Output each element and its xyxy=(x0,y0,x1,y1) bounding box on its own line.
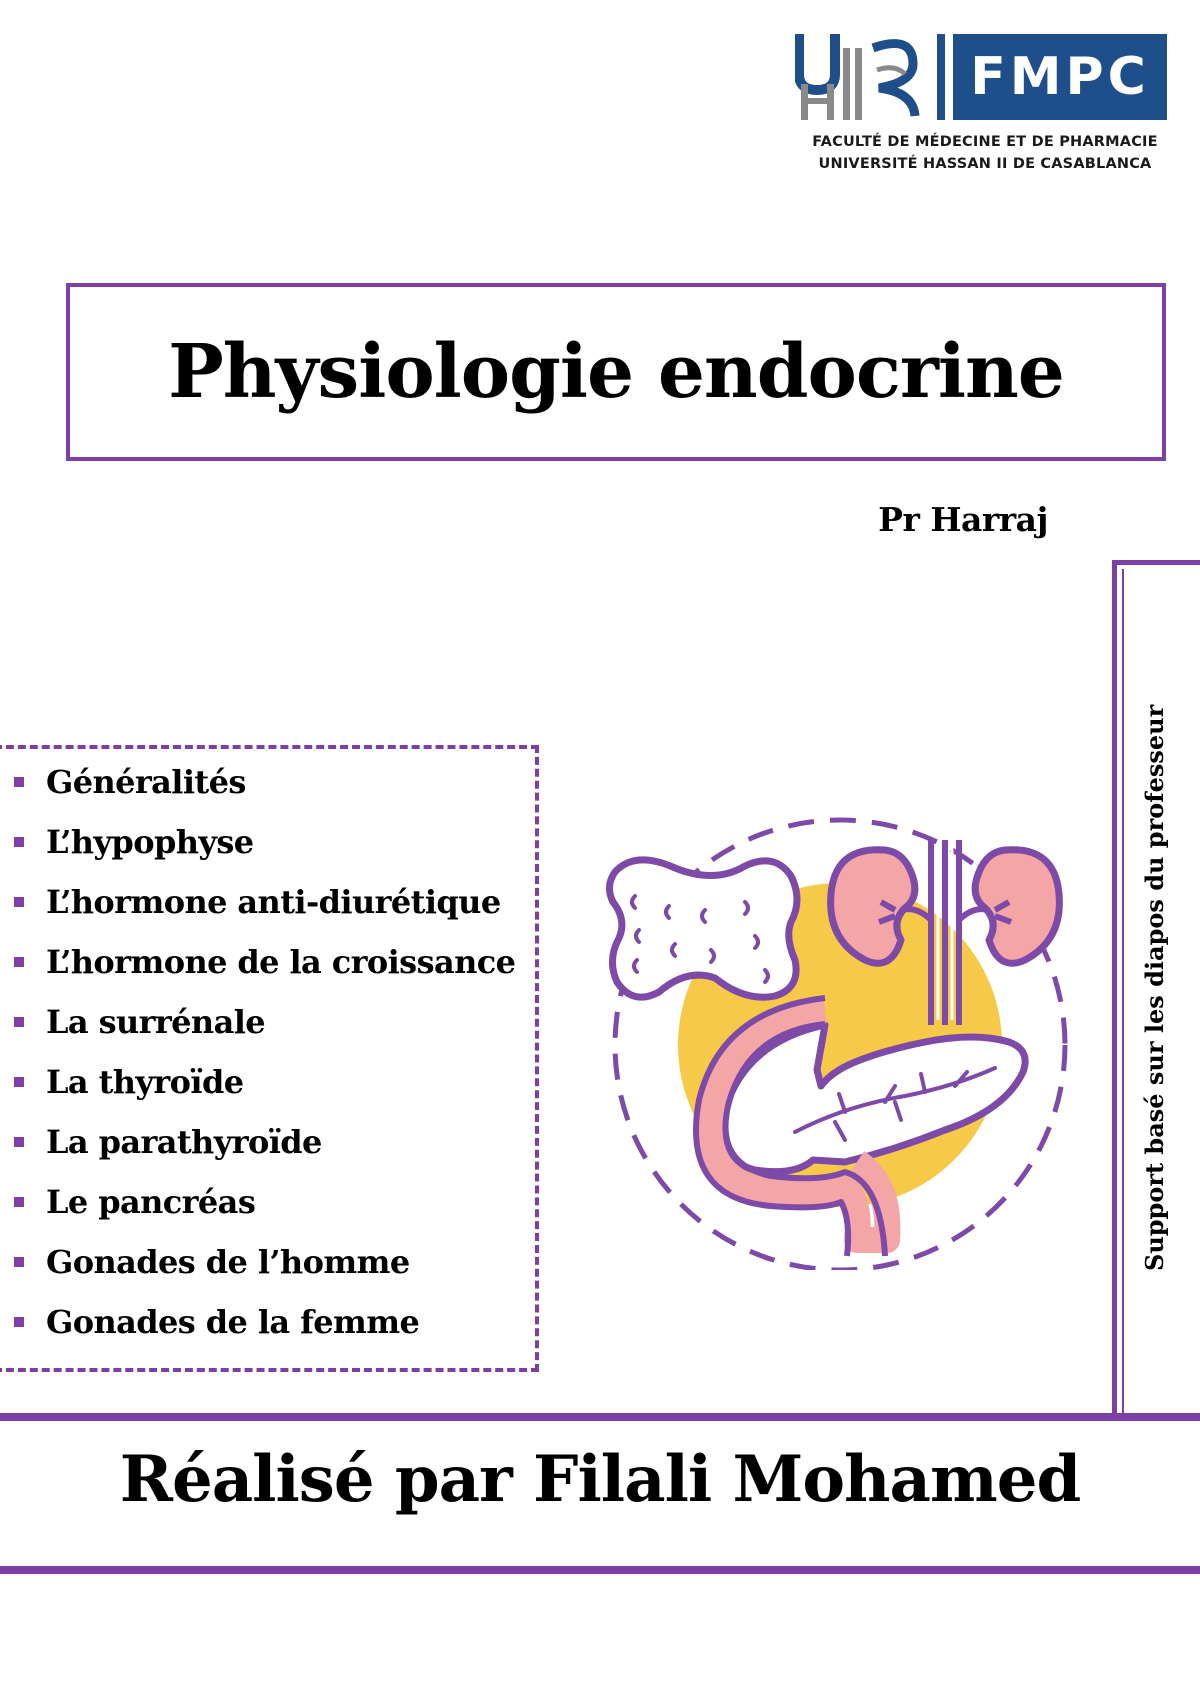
toc-label: L’hormone de la croissance xyxy=(46,943,516,981)
bullet-icon xyxy=(14,1017,24,1027)
title-box: Physiologie endocrine xyxy=(66,283,1166,461)
thyroid-gland-icon xyxy=(606,856,801,1001)
table-of-contents: Généralités L’hypophyse L’hormone anti-d… xyxy=(14,752,516,1352)
toc-label: Gonades de l’homme xyxy=(46,1243,410,1281)
bullet-icon xyxy=(14,1137,24,1147)
uh2-logo-mark xyxy=(795,34,920,120)
side-note: Support basé sur les diapos du professeu… xyxy=(1140,704,1169,1271)
list-item: La parathyroïde xyxy=(14,1112,515,1172)
kidneys-icon xyxy=(827,840,1063,1025)
toc-label: La parathyroïde xyxy=(46,1123,322,1161)
list-item: L’hormone de la croissance xyxy=(14,932,516,992)
bullet-icon xyxy=(14,1197,24,1207)
bullet-icon xyxy=(14,777,24,787)
faculty-name: FACULTÉ DE MÉDECINE ET DE PHARMACIE xyxy=(812,134,1158,150)
side-panel-inner-line xyxy=(1122,569,1200,1420)
list-item: La thyroïde xyxy=(14,1052,515,1112)
list-item: Le pancréas xyxy=(14,1172,515,1232)
fmpc-wordmark: FMPC xyxy=(953,34,1167,120)
list-item: La surrénale xyxy=(14,992,515,1052)
bullet-icon xyxy=(14,897,24,907)
toc-label: L’hormone anti-diurétique xyxy=(46,883,501,921)
side-panel-frame xyxy=(1112,560,1200,1420)
toc-label: La surrénale xyxy=(46,1003,266,1041)
toc-box xyxy=(0,745,539,1372)
list-item: Gonades de la femme xyxy=(14,1292,515,1352)
pancreas-icon xyxy=(693,995,1029,1257)
endocrine-organs-illustration xyxy=(606,817,1068,1270)
bullet-icon xyxy=(14,1077,24,1087)
dashed-ring xyxy=(612,817,1068,1270)
author-band-bottom-rule xyxy=(0,1566,1200,1574)
toc-label: Gonades de la femme xyxy=(46,1303,420,1341)
bullet-icon xyxy=(14,957,24,967)
document-title: Physiologie endocrine xyxy=(168,329,1065,415)
bullet-icon xyxy=(14,1317,24,1327)
faculty-logo: FMPC FACULTÉ DE MÉDECINE ET DE PHARMACIE… xyxy=(795,30,1180,180)
author-band-top-rule xyxy=(0,1413,1200,1421)
author-credit: Réalisé par Filali Mohamed xyxy=(119,1442,1081,1517)
logo-divider xyxy=(937,34,945,120)
toc-label: Le pancréas xyxy=(46,1183,256,1221)
university-name: UNIVERSITÉ HASSAN II DE CASABLANCA xyxy=(818,156,1152,172)
toc-label: La thyroïde xyxy=(46,1063,244,1101)
list-item: L’hormone anti-diurétique xyxy=(14,872,515,932)
bullet-icon xyxy=(14,837,24,847)
list-item: Généralités xyxy=(14,752,515,812)
bullet-icon xyxy=(14,1257,24,1267)
list-item: L’hypophyse xyxy=(14,812,515,872)
professor-name: Pr Harraj xyxy=(878,500,1048,539)
list-item: Gonades de l’homme xyxy=(14,1232,515,1292)
toc-label: L’hypophyse xyxy=(46,823,254,861)
toc-label: Généralités xyxy=(46,763,246,801)
